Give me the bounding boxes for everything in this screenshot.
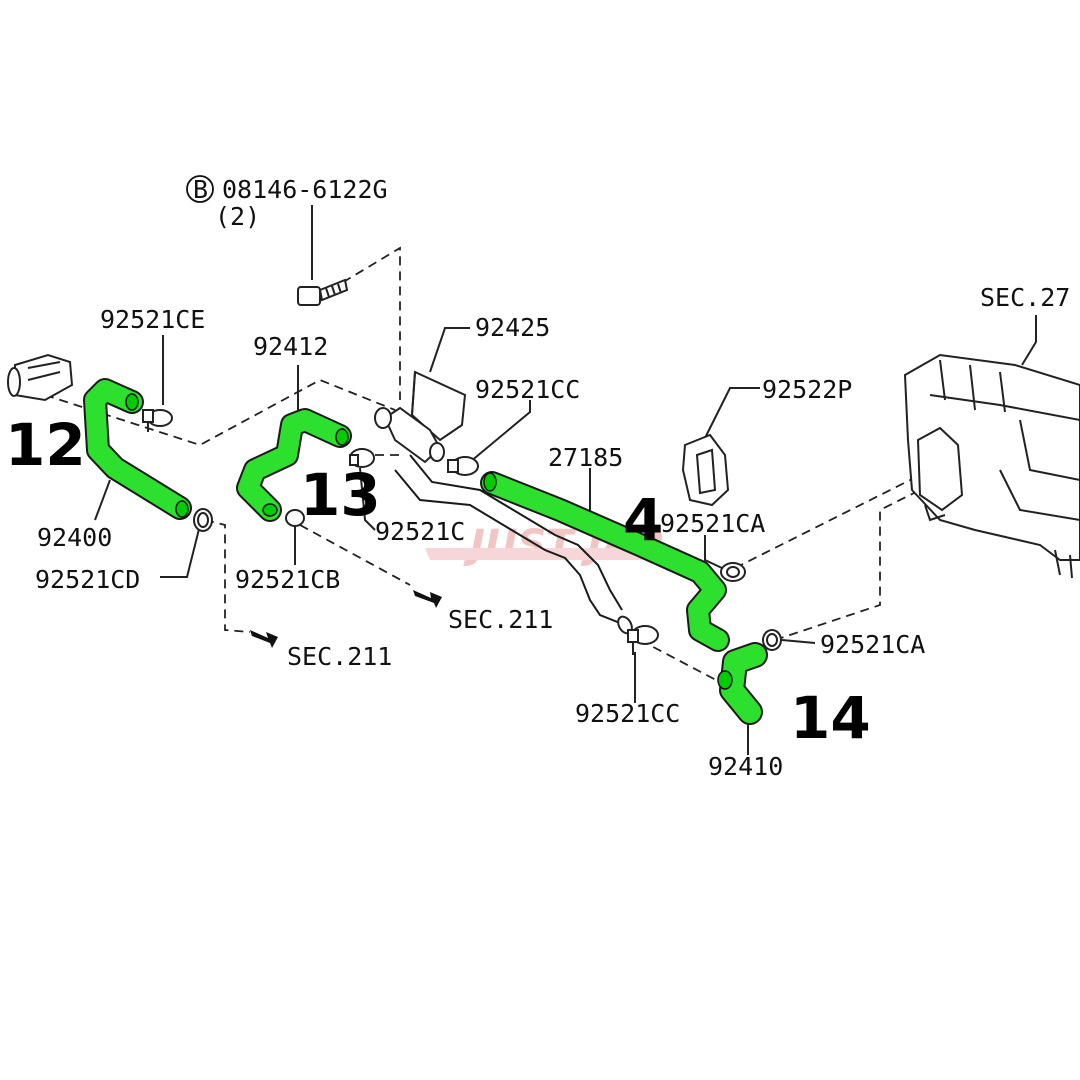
clamp-92521C <box>349 448 375 468</box>
ref-12: 12 <box>5 411 86 479</box>
clamp-92521CE <box>142 409 173 432</box>
arrow-sec211-mid <box>413 590 442 608</box>
leader-lines <box>94 205 1037 755</box>
hose-27185 <box>482 473 728 650</box>
clamp-92521CB <box>285 509 305 527</box>
label-92400: 92400 <box>37 523 112 552</box>
bolt-08146 <box>297 278 349 306</box>
clamp-92521CD <box>193 508 213 532</box>
label-92521CB: 92521CB <box>235 565 340 594</box>
label-92425: 92425 <box>475 313 550 342</box>
label-bolt: 08146-6122G <box>222 175 388 204</box>
label-92412: 92412 <box>253 332 328 361</box>
label-92521CC-bottom: 92521CC <box>575 699 680 728</box>
hose-92412 <box>238 410 350 520</box>
label-92521C: 92521C <box>375 517 465 546</box>
bolt-circle-letter: B <box>193 175 208 204</box>
water-valve <box>374 406 445 464</box>
bracket-92425 <box>410 370 467 442</box>
label-92522P: 92522P <box>762 375 852 404</box>
label-sec27: SEC.27 <box>980 283 1070 312</box>
label-sec211-left: SEC.211 <box>287 642 392 671</box>
clamp-92521CA-lower <box>762 629 782 651</box>
bolt-circle-marker <box>186 175 214 203</box>
label-bolt-qty: (2) <box>215 202 260 231</box>
label-92521CE: 92521CE <box>100 305 205 334</box>
hose-92400 <box>85 380 190 518</box>
label-92521CA-lower: 92521CA <box>820 630 925 659</box>
green-hoses <box>83 378 768 725</box>
label-sec211-mid: SEC.211 <box>448 605 553 634</box>
hose-connector-left <box>7 353 74 402</box>
clamp-92521CC-bottom <box>627 625 659 655</box>
label-27185: 27185 <box>548 443 623 472</box>
section-arrows <box>250 590 442 648</box>
clamp-92521CA-upper <box>720 562 746 582</box>
label-92521CA-upper: 92521CA <box>660 509 765 538</box>
heater-unit <box>903 353 1080 579</box>
ref-4: 4 <box>623 486 663 554</box>
clamp-92521CC-top <box>447 456 479 476</box>
label-92521CD: 92521CD <box>35 565 140 594</box>
label-92410: 92410 <box>708 752 783 781</box>
dashed-leaders <box>44 246 941 691</box>
hose-clamps <box>142 409 782 655</box>
hose-92410 <box>721 644 766 723</box>
label-92521CC-top: 92521CC <box>475 375 580 404</box>
ref-13: 13 <box>300 461 381 529</box>
ref-14: 14 <box>790 684 871 752</box>
clamp-92522P <box>681 433 730 507</box>
arrow-sec211-left <box>250 630 278 648</box>
part-labels: B 08146-6122G (2) 92521CE 92412 92425 92… <box>35 175 1070 781</box>
reference-numbers: 12 13 4 14 <box>5 411 871 752</box>
